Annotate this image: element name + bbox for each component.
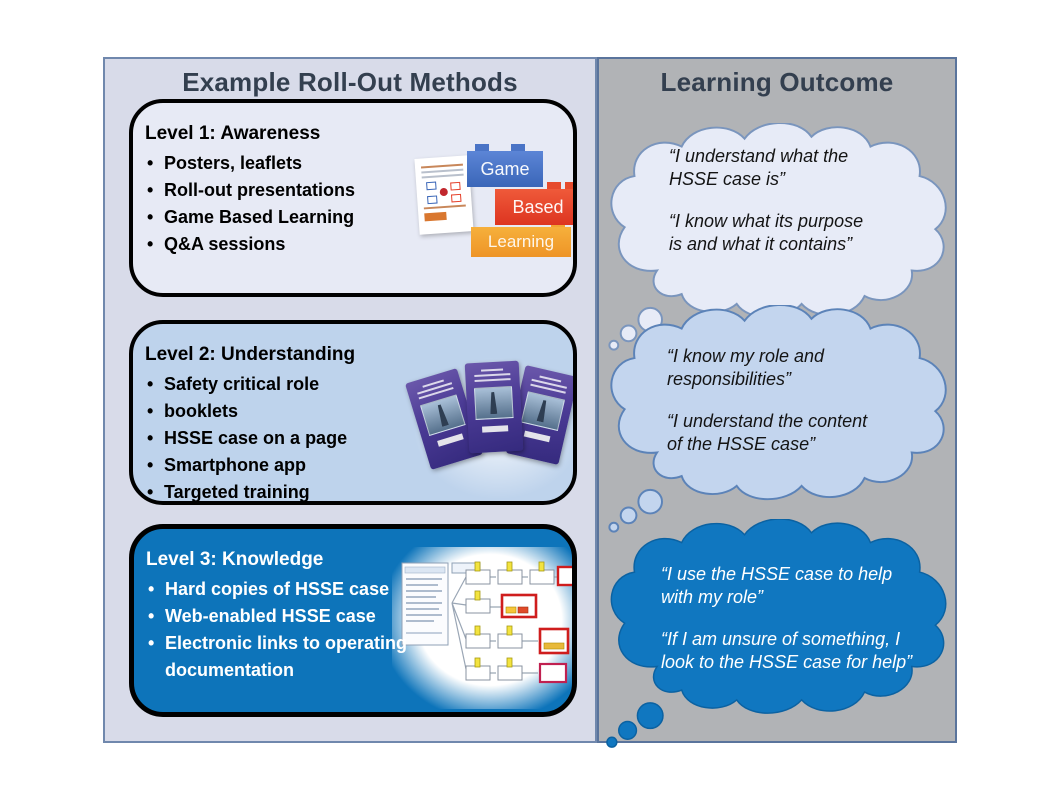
booklets-image bbox=[405, 358, 573, 498]
gbl-brick-based: Based bbox=[495, 182, 573, 225]
booklet-cover bbox=[464, 360, 524, 454]
list-item: • Safety critical role bbox=[147, 371, 447, 398]
booklet-photo bbox=[473, 386, 514, 420]
booklet-text-line bbox=[474, 373, 511, 377]
game-based-learning-image: Game Based Learning bbox=[414, 143, 573, 261]
quote: “I know what its purpose is and what it … bbox=[669, 210, 864, 255]
bullet-icon: • bbox=[147, 455, 154, 475]
level2-title: Level 2: Understanding bbox=[145, 344, 356, 365]
bullet-icon: • bbox=[147, 234, 154, 254]
list-item: • Game Based Learning bbox=[147, 204, 447, 231]
quote: “If I am unsure of something, I look to … bbox=[661, 628, 913, 673]
bullet-icon: • bbox=[147, 207, 154, 227]
gbl-brick-learning: Learning bbox=[471, 220, 571, 257]
leaflet-diagram bbox=[426, 180, 462, 205]
thought-bubble-understanding: “I know my role and responsibilities” “I… bbox=[603, 305, 955, 539]
list-item: • Web-enabled HSSE case bbox=[148, 603, 460, 630]
list-item: • HSSE case on a page bbox=[147, 425, 447, 452]
leaflet-bar bbox=[424, 211, 447, 222]
rollout-methods-panel: Example Roll-Out Methods Level 1: Awaren… bbox=[103, 57, 597, 743]
flowchart-graphic bbox=[401, 561, 572, 684]
bullet-text: Electronic links to operating documentat… bbox=[165, 633, 408, 680]
bullet-icon: • bbox=[147, 428, 154, 448]
booklet-label bbox=[523, 430, 551, 443]
brick-stud bbox=[475, 144, 489, 151]
level3-title: Level 3: Knowledge bbox=[146, 549, 324, 570]
bullet-text: Q&A sessions bbox=[164, 234, 286, 254]
level2-understanding-box: Level 2: Understanding • Safety critical … bbox=[129, 320, 577, 505]
diagram-dot bbox=[439, 187, 449, 197]
leaflet-line bbox=[420, 163, 463, 169]
quote: “I use the HSSE case to help with my rol… bbox=[661, 564, 893, 608]
bullet-text: Safety critical role bbox=[164, 374, 320, 394]
bullet-icon: • bbox=[147, 153, 154, 173]
bubble-quotes: “I know my role and responsibilities” “I… bbox=[667, 345, 879, 475]
list-item: • Hard copies of HSSE case bbox=[148, 576, 460, 603]
diagram-shape bbox=[427, 195, 438, 205]
bullet-text: HSSE case on a page bbox=[164, 428, 348, 448]
diagram-shape bbox=[426, 181, 437, 191]
booklet-photo bbox=[419, 394, 466, 437]
right-panel-title: Learning Outcome bbox=[660, 67, 894, 97]
level1-title: Level 1: Awareness bbox=[145, 123, 321, 144]
list-item: • booklets bbox=[147, 398, 447, 425]
level2-bullets: • Safety critical role • booklets • HSSE ca… bbox=[147, 371, 447, 502]
gbl-word-based: Based bbox=[512, 196, 564, 217]
bullet-text: Game Based Learning bbox=[164, 207, 355, 227]
list-item: • Roll-out presentations bbox=[147, 177, 447, 204]
bullet-text: Posters, leaflets bbox=[164, 153, 303, 173]
cloud-shape bbox=[606, 519, 947, 748]
leaflet-thumbnail bbox=[414, 155, 474, 235]
bullet-icon: • bbox=[147, 401, 154, 421]
list-item: • Electronic links to operating documenta… bbox=[148, 630, 460, 684]
bullet-text: Web-enabled HSSE case bbox=[165, 606, 376, 626]
bullet-text: Targeted training bbox=[164, 482, 310, 502]
list-item: • Smartphone app bbox=[147, 452, 447, 479]
thought-bubble-knowledge: “I use the HSSE case to help with my rol… bbox=[603, 519, 955, 753]
level3-bullets: • Hard copies of HSSE case • Web-enabled H… bbox=[148, 576, 460, 684]
level3-knowledge-box: Level 3: Knowledge • Hard copies of HSSE … bbox=[129, 524, 577, 717]
bullet-icon: • bbox=[147, 180, 154, 200]
bullet-icon: • bbox=[148, 633, 155, 653]
booklet-label bbox=[482, 425, 509, 433]
bubble-quotes: “I use the HSSE case to help with my rol… bbox=[661, 563, 919, 693]
diagram-shape bbox=[450, 193, 462, 203]
cloud-shape bbox=[608, 305, 947, 533]
bullet-text: Hard copies of HSSE case bbox=[165, 579, 390, 599]
brick-stud bbox=[511, 144, 525, 151]
bullet-icon: • bbox=[148, 606, 155, 626]
bullet-icon: • bbox=[147, 374, 154, 394]
quote: “I know my role and responsibilities” bbox=[667, 346, 825, 390]
booklet-text-line bbox=[474, 378, 511, 382]
bullet-icon: • bbox=[147, 482, 154, 502]
booklet-text-line bbox=[481, 368, 504, 372]
brick-stud bbox=[565, 182, 573, 189]
bullet-icon: • bbox=[148, 579, 155, 599]
hsse-flowchart-image bbox=[392, 547, 572, 709]
bubble-quotes: “I understand what the HSSE case is” “I … bbox=[669, 145, 869, 275]
bullet-text: booklets bbox=[164, 401, 239, 421]
leaflet-line bbox=[421, 173, 464, 179]
booklet-label bbox=[437, 433, 464, 447]
list-item: • Posters, leaflets bbox=[147, 150, 447, 177]
learning-outcome-panel: Learning Outcome “I understand what the … bbox=[597, 57, 957, 748]
bullet-text: Roll-out presentations bbox=[164, 180, 356, 200]
list-item: • Q&A sessions bbox=[147, 231, 447, 258]
brick-stud bbox=[547, 182, 561, 189]
list-item: • Targeted training bbox=[147, 479, 447, 502]
gbl-brick-game: Game bbox=[467, 144, 543, 187]
level1-bullets: • Posters, leaflets • Roll-out presentatio… bbox=[147, 150, 447, 258]
diagram-shape bbox=[450, 181, 461, 191]
gbl-word-learning: Learning bbox=[487, 232, 555, 251]
bullet-text: Smartphone app bbox=[164, 455, 307, 475]
leaflet-line bbox=[423, 204, 466, 210]
leaflet-line bbox=[421, 168, 464, 174]
booklet-photo bbox=[520, 391, 566, 431]
level1-awareness-box: Level 1: Awareness • Posters, leaflets • R… bbox=[129, 99, 577, 297]
quote: “I understand what the HSSE case is” bbox=[669, 146, 849, 190]
left-panel-title: Example Roll-Out Methods bbox=[182, 67, 518, 97]
quote: “I understand the content of the HSSE ca… bbox=[667, 410, 868, 455]
gbl-word-game: Game bbox=[480, 158, 530, 179]
